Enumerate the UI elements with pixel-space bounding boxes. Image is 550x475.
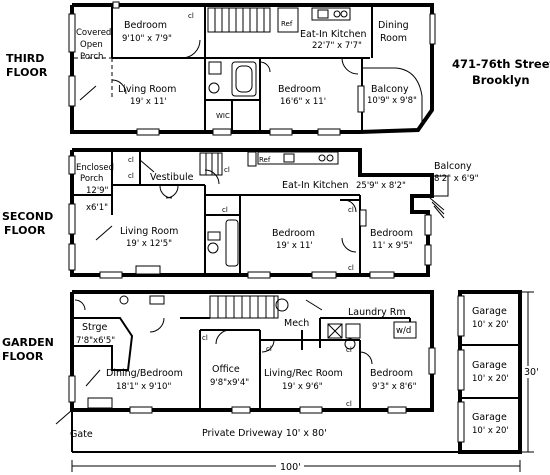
garden-living-name: Living/Rec Room (264, 368, 343, 379)
third-floor-plan: Covered Open Porch Bedroom 9'10" x 7'9" … (68, 1, 436, 136)
garden-closet-label-2: cl (266, 345, 272, 353)
garage-3-dims: 10' x 20' (472, 426, 509, 436)
second-closet-label-4: cl (222, 206, 228, 214)
second-bedroom2-name: Bedroom (370, 228, 413, 239)
garden-office-name: Office (212, 364, 240, 375)
second-vestibule-label: Vestibule (150, 172, 194, 183)
second-closet-label-5: cl (348, 206, 354, 214)
garden-mech-label: Mech (284, 318, 309, 329)
garden-storage-name: Strge (82, 322, 108, 333)
garden-bedroom-name: Bedroom (370, 368, 413, 379)
second-kitchen-dims: 25'9" x 8'2" (356, 181, 406, 191)
third-bedroom2-name: Bedroom (278, 84, 321, 95)
second-bedroom-name: Bedroom (272, 228, 315, 239)
garden-bedroom-dims: 9'3" x 8'6" (372, 382, 417, 392)
third-ref-label: Ref (281, 20, 293, 28)
third-kitchen-dims: 22'7" x 7'7" (312, 41, 362, 51)
garden-office-dims: 9'8"x9'4" (210, 378, 249, 388)
third-balcony-dims: 10'9" x 9'8" (367, 96, 417, 106)
second-floor-plan: Enclosed Porch 12'9" x6'1" cl cl Vestibu… (68, 148, 479, 279)
garage-2-name: Garage (472, 360, 507, 371)
second-living-name: Living Room (120, 226, 178, 237)
address-line-1: 471-76th Street (452, 57, 550, 71)
garden-closet-label-1: cl (202, 334, 208, 342)
third-dining-name-2: Room (380, 33, 407, 44)
dimension-width-label: 100' (280, 462, 301, 473)
third-dining-name-1: Dining (378, 20, 409, 31)
third-porch-label-2: Open (80, 40, 103, 50)
garden-floor-label-1: GARDEN (2, 336, 54, 349)
garden-wd-label: w/d (396, 326, 411, 336)
garden-dining-name: Dining/Bedroom (106, 368, 183, 379)
second-closet-label-6: cl (348, 264, 354, 272)
second-bedroom-dims: 19' x 11' (276, 241, 313, 251)
garden-living-dims: 19' x 9'6" (282, 382, 323, 392)
address-line-2: Brooklyn (472, 73, 530, 87)
garden-storage-dims: 7'8"x6'5" (76, 336, 115, 346)
third-living-dims: 19' x 11' (130, 97, 167, 107)
second-porch-label-4: x6'1" (86, 203, 108, 213)
garden-laundry-label: Laundry Rm (348, 307, 406, 318)
garage-2-dims: 10' x 20' (472, 374, 509, 384)
second-kitchen-name: Eat-In Kitchen (282, 180, 349, 191)
garden-floor-label-2: FLOOR (2, 350, 44, 363)
second-porch-label-1: Enclosed (76, 163, 114, 173)
third-balcony-name: Balcony (371, 84, 409, 95)
second-balcony-name: Balcony (434, 161, 472, 172)
third-bedroom-dims: 9'10" x 7'9" (122, 34, 172, 44)
second-balcony-dims: 8'2" x 6'9" (434, 174, 479, 184)
second-closet-label-3: cl (224, 166, 230, 174)
third-floor-label-1: THIRD (6, 52, 44, 65)
third-wic-label: WIC (216, 112, 230, 120)
second-floor-label-2: FLOOR (4, 224, 46, 237)
third-floor-label-2: FLOOR (6, 66, 48, 79)
third-closet-label: cl (188, 12, 194, 20)
driveway-label: Private Driveway 10' x 80' (202, 428, 327, 439)
garage-1-dims: 10' x 20' (472, 320, 509, 330)
garden-dining-dims: 18'1" x 9'10" (116, 382, 171, 392)
second-ref-label: Ref (259, 156, 271, 164)
garage-1-name: Garage (472, 306, 507, 317)
garden-closet-label-4: cl (346, 400, 352, 408)
dimension-depth-label: 30' (524, 367, 539, 378)
garden-floor-plan: Strge 7'8"x6'5" Mech Laundry Rm w/d cl c… (55, 290, 542, 473)
third-bedroom2-dims: 16'6" x 11' (280, 97, 326, 107)
third-porch-label-1: Covered (76, 28, 111, 38)
garden-closet-label-3: cl (346, 346, 352, 354)
second-closet-label-2: cl (128, 172, 134, 180)
second-porch-label-2: Porch (80, 174, 103, 184)
second-bedroom2-dims: 11' x 9'5" (372, 241, 413, 251)
third-porch-label-3: Porch (80, 52, 103, 62)
second-living-dims: 19' x 12'5" (126, 239, 172, 249)
garage-3-name: Garage (472, 412, 507, 423)
gate-label: Gate (70, 429, 93, 440)
third-living-name: Living Room (118, 84, 176, 95)
second-floor-label-1: SECOND (2, 210, 53, 223)
third-kitchen-name: Eat-In Kitchen (300, 29, 367, 40)
second-closet-label-1: cl (128, 156, 134, 164)
second-porch-label-3: 12'9" (86, 186, 109, 196)
third-bedroom-name: Bedroom (124, 20, 167, 31)
